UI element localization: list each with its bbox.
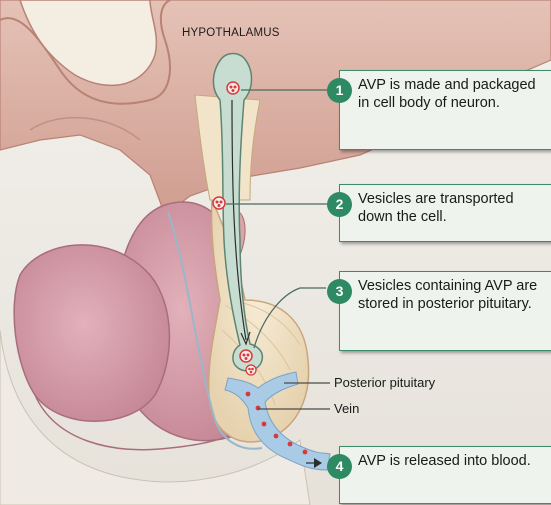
- vein-vesicle: [303, 450, 308, 455]
- step-2-callout: 2 Vesicles are transported down the cell…: [339, 184, 551, 242]
- vesicle-terminal: [240, 350, 252, 362]
- vein-vesicle: [274, 434, 279, 439]
- step-2-text: Vesicles are transported down the cell.: [358, 190, 548, 226]
- hypothalamus-label: HYPOTHALAMUS: [182, 27, 280, 39]
- step-3-callout: 3 Vesicles containing AVP are stored in …: [339, 271, 551, 351]
- step-3-text: Vesicles containing AVP are stored in po…: [358, 277, 548, 313]
- step-1-badge: 1: [327, 78, 352, 103]
- step-1-callout: 1 AVP is made and packaged in cell body …: [339, 70, 551, 150]
- anterior-lobe-bulge: [14, 245, 169, 421]
- vein-label: Vein: [334, 401, 359, 416]
- posterior-pituitary-label: Posterior pituitary: [334, 375, 435, 390]
- vein-vesicle: [288, 442, 293, 447]
- vesicle-cell-body: [227, 82, 239, 94]
- step-4-callout: 4 AVP is released into blood.: [339, 446, 551, 504]
- vein-vesicle: [246, 392, 251, 397]
- step-3-badge: 3: [327, 279, 352, 304]
- step-4-text: AVP is released into blood.: [358, 452, 548, 470]
- vesicle-transport: [213, 197, 225, 209]
- vesicle-release: [246, 365, 256, 375]
- vein-vesicle: [262, 422, 267, 427]
- vein-vesicle: [256, 406, 261, 411]
- step-4-badge: 4: [327, 454, 352, 479]
- step-1-text: AVP is made and packaged in cell body of…: [358, 76, 548, 112]
- step-2-badge: 2: [327, 192, 352, 217]
